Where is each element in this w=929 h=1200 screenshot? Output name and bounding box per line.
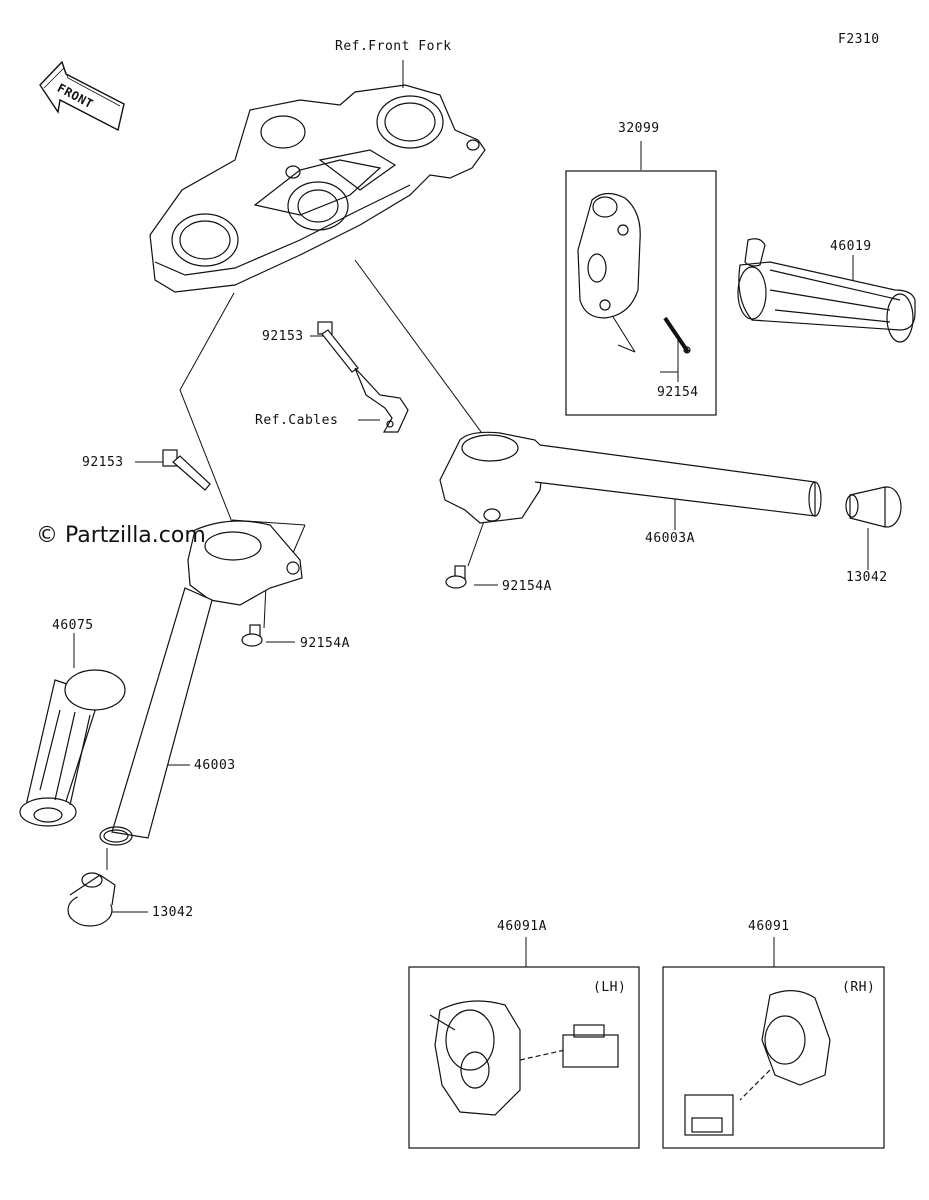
ref-front-fork: Ref.Front Fork <box>335 39 452 54</box>
part-46003: 46003 <box>194 758 236 773</box>
part-46003A: 46003A <box>645 531 695 546</box>
part-92153-upper: 92153 <box>262 329 304 344</box>
left-handlebar <box>99 520 303 846</box>
side-label-rh: (RH) <box>842 980 876 995</box>
part-46019: 46019 <box>830 239 872 254</box>
right-switch-assembly <box>684 990 831 1136</box>
part-92154A-right: 92154A <box>502 579 552 594</box>
throttle-housing <box>577 192 691 354</box>
side-label-lh: (LH) <box>593 980 627 995</box>
part-92154A-left: 92154A <box>300 636 350 651</box>
cable-bracket <box>354 367 409 433</box>
box-32099 <box>565 170 717 416</box>
part-46091: 46091 <box>748 919 790 934</box>
part-92153-lower: 92153 <box>82 455 124 470</box>
watermark: © Partzilla.com <box>36 523 206 548</box>
part-46075: 46075 <box>52 618 94 633</box>
part-46091A: 46091A <box>497 919 547 934</box>
bar-end-left <box>67 872 116 927</box>
bar-end-right <box>845 486 902 528</box>
right-handlebar <box>439 431 822 524</box>
left-grip <box>19 669 126 827</box>
leader-lines <box>73 60 869 967</box>
part-92154-box: 92154 <box>657 385 699 400</box>
right-grip <box>737 238 916 343</box>
ref-cables: Ref.Cables <box>255 413 339 428</box>
part-13042-left: 13042 <box>152 905 194 920</box>
bolt-92153-lower <box>162 449 211 491</box>
front-arrow-icon <box>39 60 125 132</box>
box-46091 <box>662 966 885 1149</box>
bolt-92154A-right <box>445 565 467 589</box>
figure-code: F2310 <box>838 32 880 47</box>
bolt-92154A-left <box>241 624 263 647</box>
left-switch-assembly <box>429 1000 619 1116</box>
box-46091A <box>408 966 640 1149</box>
part-32099: 32099 <box>618 121 660 136</box>
part-13042-right: 13042 <box>846 570 888 585</box>
bolt-92153-upper <box>317 321 359 373</box>
top-triple-clamp <box>149 84 486 293</box>
